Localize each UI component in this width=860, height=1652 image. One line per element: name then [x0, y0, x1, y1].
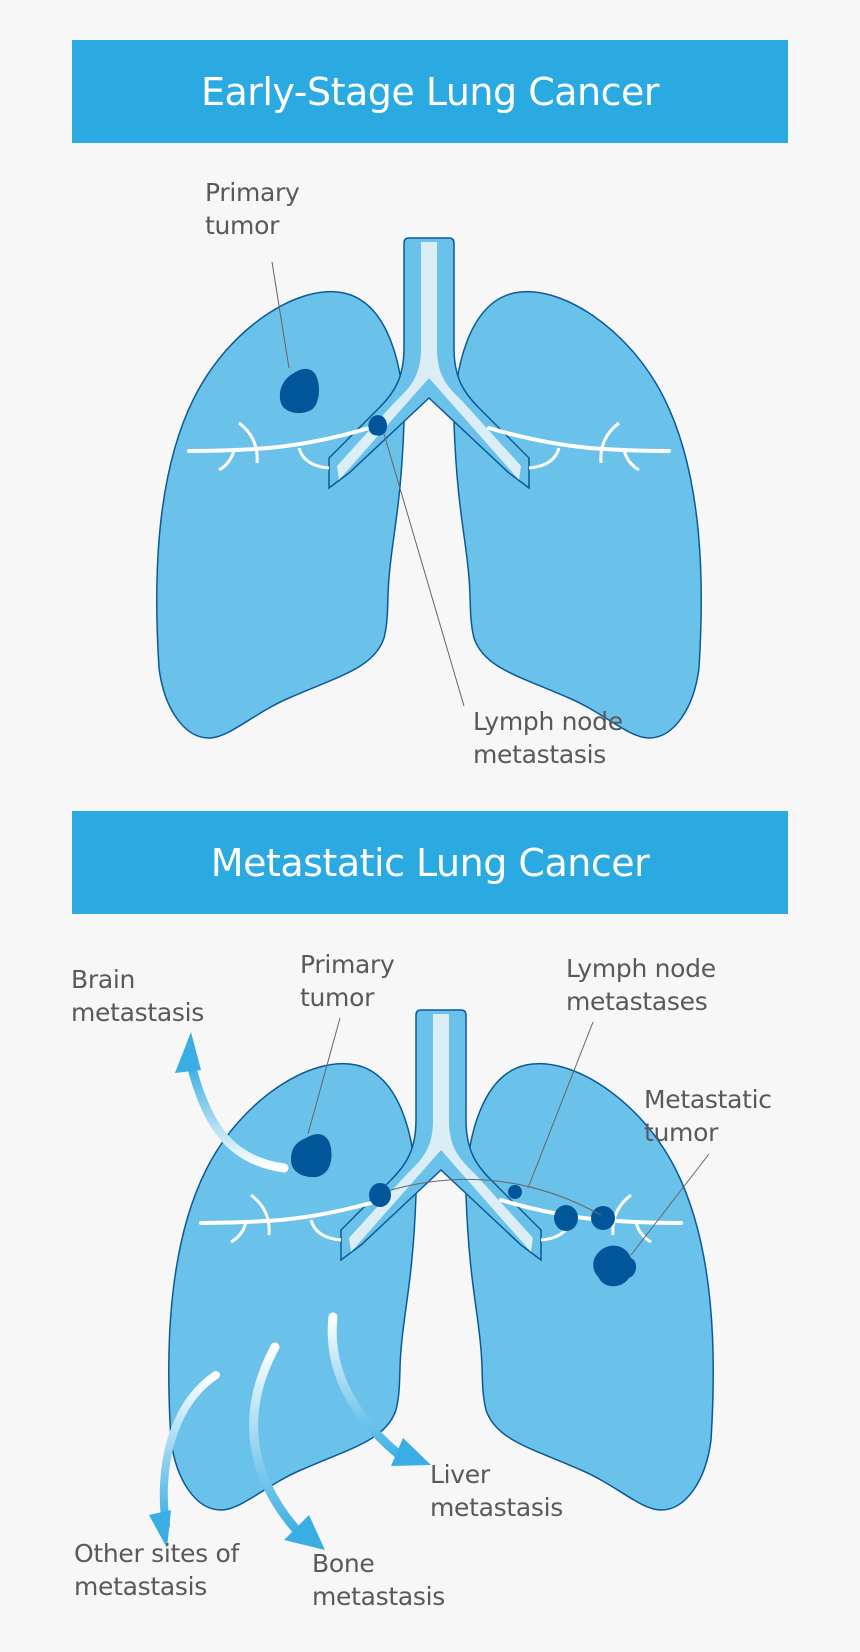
- primary-tumor-leader: [307, 1017, 341, 1135]
- metastatic-diagram: [149, 1008, 716, 1550]
- early-stage-diagram: [154, 236, 704, 740]
- metastatic-title: Metastatic Lung Cancer: [72, 811, 788, 914]
- brain-metastasis-label: Brain metastasis: [71, 965, 204, 1027]
- early-primary-tumor-label: Primary tumor: [205, 178, 300, 240]
- lymph-node-metastases-label: Lymph node metastases: [566, 954, 716, 1016]
- other-sites-arrow: [149, 1371, 220, 1548]
- lymph-node-leader: [383, 433, 465, 707]
- early-stage-title: Early-Stage Lung Cancer: [72, 40, 788, 143]
- metastatic-primary-tumor-label: Primary tumor: [300, 950, 395, 1012]
- primary-tumor-blob: [291, 1134, 332, 1178]
- lymph-node-blob: [368, 415, 387, 436]
- metastatic-tumor-label: Metastatic tumor: [644, 1085, 772, 1147]
- lymph-node-blob: [508, 1185, 522, 1199]
- lymph-node-blob: [554, 1205, 578, 1231]
- bone-metastasis-label: Bone metastasis: [312, 1549, 445, 1611]
- early-lymph-node-label: Lymph node metastasis: [473, 707, 623, 769]
- primary-tumor-blob: [279, 368, 319, 414]
- lymph-nodes-leader: [527, 1021, 594, 1189]
- metastatic-tumor-leader: [630, 1153, 710, 1256]
- brain-arrow: [175, 1032, 289, 1173]
- metastatic-tumor-blob: [593, 1245, 637, 1287]
- liver-metastasis-label: Liver metastasis: [430, 1460, 563, 1522]
- lymph-node-blob: [369, 1183, 391, 1207]
- liver-arrow: [327, 1312, 431, 1466]
- lymph-node-blob: [591, 1206, 615, 1230]
- primary-tumor-leader: [271, 261, 290, 369]
- other-sites-label: Other sites of metastasis: [74, 1539, 239, 1601]
- bone-arrow: [249, 1342, 325, 1550]
